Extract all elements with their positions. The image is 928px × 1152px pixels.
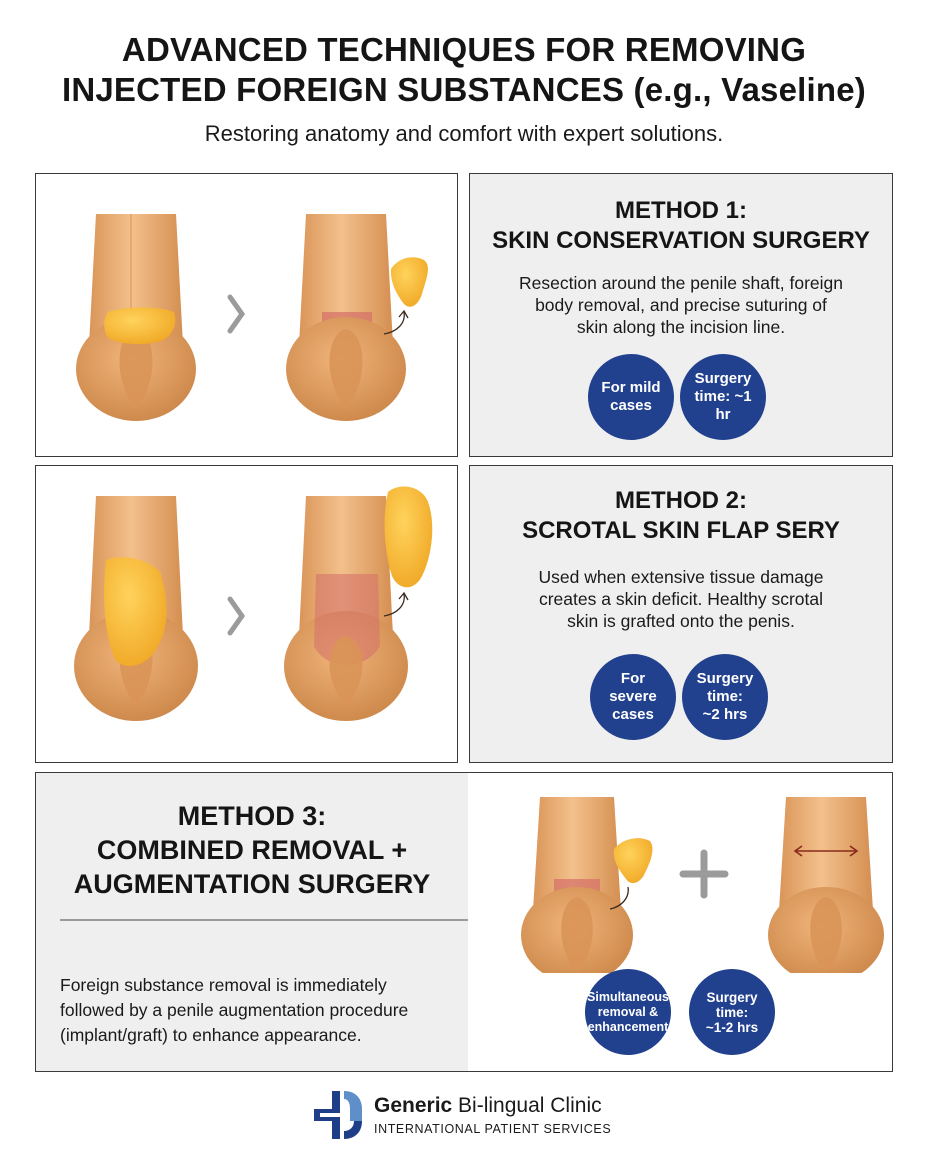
method3-time-badge: Surgery time:~1-2 hrs xyxy=(689,969,775,1055)
page-subtitle: Restoring anatomy and comfort with exper… xyxy=(204,121,724,146)
method3-title: METHOD 3: COMBINED REMOVAL + AUGMENTATIO… xyxy=(73,801,431,899)
method1-text-panel: METHOD 1: SKIN CONSERVATION SURGERY Rese… xyxy=(469,173,893,457)
clinic-logo-icon xyxy=(314,1091,362,1139)
method1-illustration-panel xyxy=(35,173,458,457)
method1-description: Resection around the penile shaft, forei… xyxy=(519,273,843,337)
method1-illustration xyxy=(76,214,428,421)
title-line-1: ADVANCED TECHNIQUES FOR REMOVING xyxy=(121,31,807,68)
method2-description: Used when extensive tissue damage create… xyxy=(538,567,824,631)
method1-title: METHOD 1: SKIN CONSERVATION SURGERY xyxy=(492,197,870,254)
method3-panel: METHOD 3: COMBINED REMOVAL + AUGMENTATIO… xyxy=(35,772,893,1072)
title-line-2: INJECTED FOREIGN SUBSTANCES (e.g., Vasel… xyxy=(61,71,866,108)
clinic-subtitle: INTERNATIONAL PATIENT SERVICES xyxy=(374,1122,612,1136)
page-header: ADVANCED TECHNIQUES FOR REMOVING INJECTE… xyxy=(0,30,928,148)
method2-illustration-panel xyxy=(35,465,458,763)
method3-illustration xyxy=(521,797,884,973)
method3-divider xyxy=(60,919,468,921)
clinic-footer: Generic Bi-lingual Clinic INTERNATIONAL … xyxy=(0,1084,928,1144)
method2-text-panel: METHOD 2: SCROTAL SKIN FLAP SERY Used wh… xyxy=(469,465,893,763)
method2-title: METHOD 2: SCROTAL SKIN FLAP SERY xyxy=(522,487,840,544)
clinic-name: Generic Bi-lingual Clinic xyxy=(374,1094,602,1117)
page-title: ADVANCED TECHNIQUES FOR REMOVING INJECTE… xyxy=(0,30,928,110)
method3-description: Foreign substance removal is immediately… xyxy=(60,975,409,1045)
method2-illustration xyxy=(74,486,433,721)
method3-text-area: METHOD 3: COMBINED REMOVAL + AUGMENTATIO… xyxy=(36,773,468,1071)
